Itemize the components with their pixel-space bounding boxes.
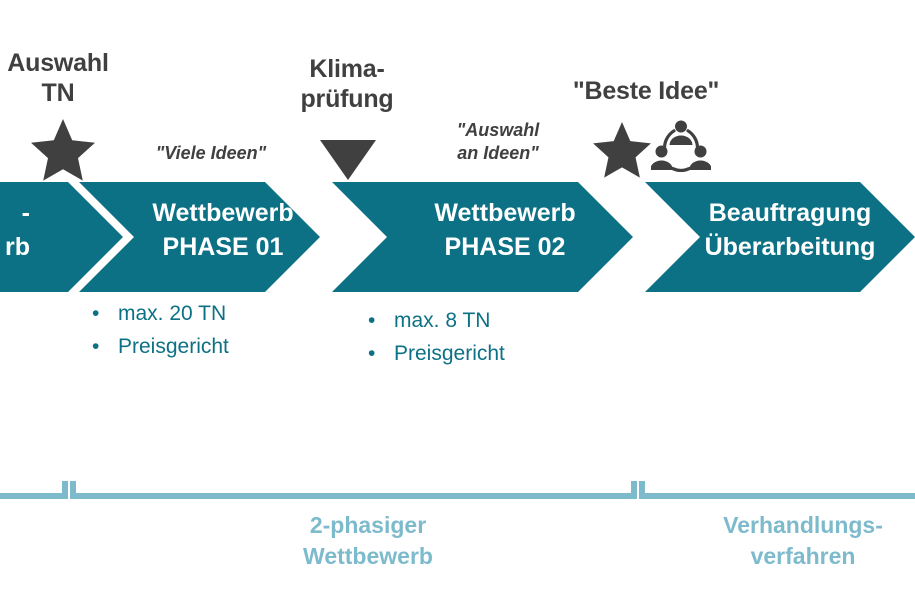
chevron-step-3-label: Wettbewerb PHASE 02 xyxy=(400,196,610,264)
bullet-text: max. 8 TN xyxy=(394,309,491,332)
star-icon-auswahl-tn xyxy=(31,119,95,181)
marker-label-klimapruefung: Klima- prüfung xyxy=(300,55,394,113)
chevron-step-2-line1: Wettbewerb xyxy=(152,199,294,227)
chevron-step-3-line1: Wettbewerb xyxy=(434,199,576,227)
list-item: • Preisgericht xyxy=(368,337,505,370)
chevron-step-4 xyxy=(645,182,915,292)
people-network-icon xyxy=(651,118,711,176)
list-item: • max. 20 TN xyxy=(92,297,229,330)
chevron-step-1-line2: rb xyxy=(5,233,30,261)
chevron-step-4-line1: Beauftragung xyxy=(708,199,872,227)
bracket-label-zweiphasiger-wettbewerb: 2-phasiger Wettbewerb xyxy=(303,512,433,569)
bullet-dot: • xyxy=(368,342,376,365)
chevron-step-3-line2: PHASE 02 xyxy=(444,233,566,261)
quote-label-auswahl-an-ideen: "Auswahl an Ideen" xyxy=(456,120,540,163)
triangle-down-icon-klimapruefung xyxy=(320,140,376,180)
bullet-text: Preisgericht xyxy=(394,342,505,365)
chevron-step-2 xyxy=(79,182,320,292)
chevron-step-1 xyxy=(0,182,123,292)
bullet-text: Preisgericht xyxy=(118,335,229,358)
bullet-dot: • xyxy=(368,309,376,332)
star-icon-beste-idee xyxy=(593,122,651,178)
bullet-dot: • xyxy=(92,302,100,325)
list-item: • max. 8 TN xyxy=(368,304,505,337)
bullet-text: max. 20 TN xyxy=(118,302,227,325)
bullet-group-phase-02: • max. 8 TN • Preisgericht xyxy=(368,304,505,370)
bullet-dot: • xyxy=(92,335,100,358)
chevron-step-4-line2: Überarbeitung xyxy=(704,233,876,261)
chevron-step-1-line1: - xyxy=(21,199,30,227)
bracket-rules xyxy=(0,481,915,499)
chevron-step-4-label: Beauftragung Überarbeitung xyxy=(675,196,905,264)
bracket-label-verhandlungsverfahren: Verhandlungs- verfahren xyxy=(723,512,883,569)
marker-label-auswahl-tn: Auswahl TN xyxy=(7,49,109,107)
list-item: • Preisgericht xyxy=(92,330,229,363)
chevron-step-1-label: - rb xyxy=(0,196,30,264)
bullet-group-phase-01: • max. 20 TN • Preisgericht xyxy=(92,297,229,363)
chevron-step-2-label: Wettbewerb PHASE 01 xyxy=(118,196,328,264)
process-chevron-band xyxy=(0,182,915,292)
quote-label-viele-ideen: "Viele Ideen" xyxy=(155,143,267,163)
chevron-step-3 xyxy=(332,182,633,292)
chevron-step-2-line2: PHASE 01 xyxy=(162,233,284,261)
marker-label-beste-idee: "Beste Idee" xyxy=(572,77,720,105)
